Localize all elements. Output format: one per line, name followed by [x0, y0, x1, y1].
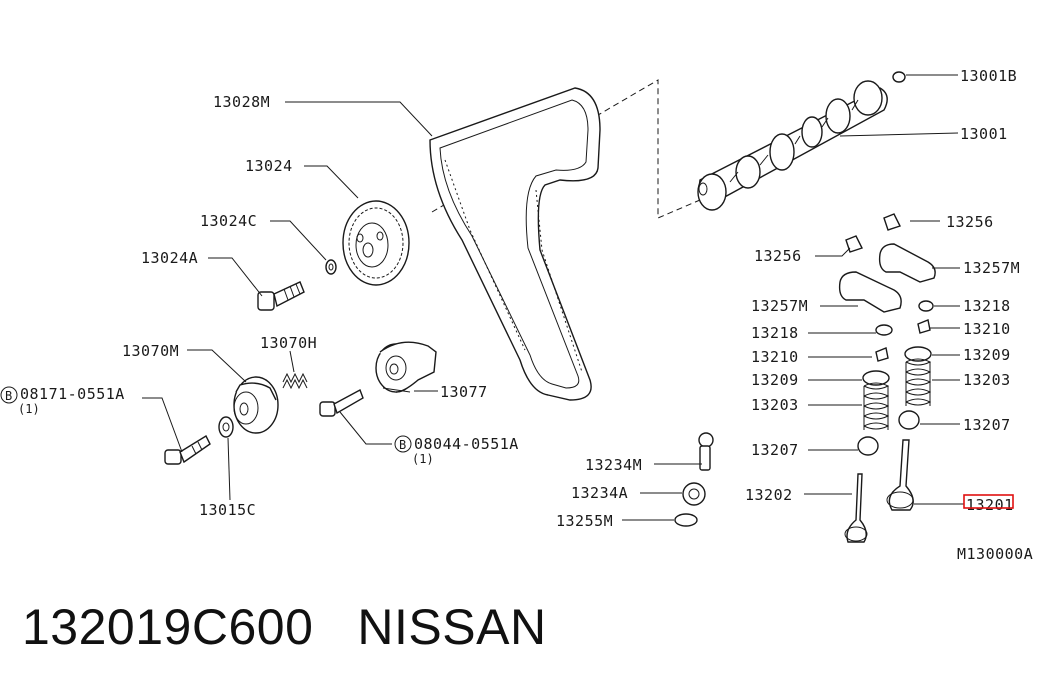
belt-tensioner	[375, 341, 437, 393]
idler-bolt	[164, 435, 211, 465]
label-13024c: 13024C	[200, 212, 257, 230]
spring-seat-left	[857, 436, 879, 456]
camshaft-sprocket	[342, 200, 410, 286]
label-13257m-left: 13257M	[751, 297, 808, 315]
plug-13234m	[698, 432, 714, 471]
label-08171-qty: (1)	[18, 402, 40, 416]
label-13015c: 13015C	[199, 501, 256, 519]
label-13257m-right: 13257M	[963, 259, 1020, 277]
label-13210-right: 13210	[963, 320, 1011, 338]
label-13256-left: 13256	[754, 247, 802, 265]
label-13234m: 13234M	[585, 456, 642, 474]
label-13070h: 13070H	[260, 334, 317, 352]
label-13207-left: 13207	[751, 441, 799, 459]
diagram-code: M130000A	[957, 545, 1033, 563]
brand-name: NISSAN	[357, 599, 547, 655]
footer: 132019C600 NISSAN	[22, 598, 547, 656]
valve-retainer-left	[862, 370, 890, 386]
valve-spring-left	[863, 382, 890, 430]
label-13001b: 13001B	[960, 67, 1017, 85]
label-13207-right: 13207	[963, 416, 1011, 434]
washer-13024c	[325, 259, 337, 275]
label-08171-0551a: 08171-0551A	[20, 385, 125, 403]
exhaust-valve	[844, 473, 868, 543]
rocker-arms	[838, 243, 936, 313]
idler-pulley	[233, 376, 279, 434]
label-13209-right: 13209	[963, 346, 1011, 364]
valve-retainer-right	[904, 346, 932, 362]
label-13209-left: 13209	[751, 371, 799, 389]
label-13201: 13201	[966, 496, 1014, 514]
part-number: 132019C600	[22, 599, 314, 655]
label-13077: 13077	[440, 383, 488, 401]
camshaft	[697, 80, 888, 211]
label-13210-left: 13210	[751, 348, 799, 366]
timing-belt	[429, 87, 601, 401]
label-13024: 13024	[245, 157, 293, 175]
intake-valve	[886, 439, 914, 511]
label-13203-right: 13203	[963, 371, 1011, 389]
svg-text:B: B	[5, 389, 12, 403]
leader-lines	[142, 74, 964, 521]
bolt-marker-08044: B	[394, 435, 412, 453]
label-13234a: 13234A	[571, 484, 628, 502]
label-13256-right: 13256	[946, 213, 994, 231]
plug-13234a	[682, 482, 706, 506]
label-13255m: 13255M	[556, 512, 613, 530]
valve-keepers	[875, 300, 934, 362]
idler-spring	[282, 372, 308, 390]
spring-seat-right	[898, 410, 920, 430]
bolt-marker-08171: B	[0, 386, 18, 404]
label-13001: 13001	[960, 125, 1008, 143]
washer-13015c	[218, 416, 234, 438]
highlight-box-13201	[963, 494, 1014, 509]
tensioner-bolt	[319, 389, 364, 417]
label-13218-left: 13218	[751, 324, 799, 342]
label-13218-right: 13218	[963, 297, 1011, 315]
sprocket-bolt	[257, 281, 305, 311]
valve-spring-right	[905, 358, 932, 406]
label-13024a: 13024A	[141, 249, 198, 267]
svg-text:B: B	[399, 438, 406, 452]
label-13028m: 13028M	[213, 93, 270, 111]
label-13202: 13202	[745, 486, 793, 504]
camshaft-plug	[892, 71, 906, 83]
gasket-13255m	[674, 513, 698, 527]
label-08044-0551a: 08044-0551A	[414, 435, 519, 453]
label-13070m: 13070M	[122, 342, 179, 360]
label-08044-qty: (1)	[412, 452, 434, 466]
label-13203-left: 13203	[751, 396, 799, 414]
